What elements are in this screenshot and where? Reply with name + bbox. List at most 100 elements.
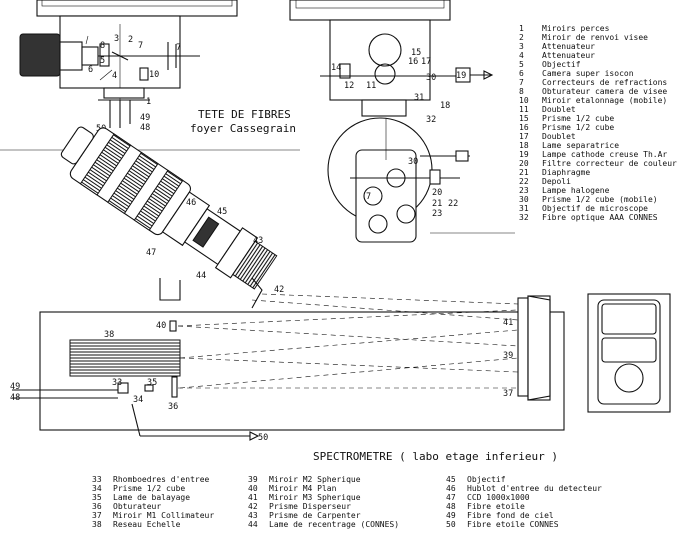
legend-number: 17 — [519, 132, 529, 141]
callout: 7 — [176, 43, 181, 53]
callout: 11 — [366, 81, 376, 91]
legend-text: Doublet — [542, 132, 576, 141]
legend-text: Obturateur — [113, 502, 161, 511]
legend-text: Diaphragme — [542, 168, 590, 177]
legend-number: 34 — [92, 484, 102, 493]
spectrometer-legend: 33 Rhomboedres d'entree 34 Prisme 1/2 cu… — [92, 475, 602, 529]
callout: 37 — [503, 389, 513, 399]
callout: 22 — [448, 199, 458, 209]
fiber-head-side-view — [19, 0, 238, 128]
legend-text: Objectif — [542, 60, 581, 69]
callout: 23 — [432, 209, 442, 219]
legend-number: 7 — [519, 78, 524, 87]
legend-number: 48 — [446, 502, 456, 511]
callout: 8 — [100, 41, 105, 51]
callout: 17 — [421, 57, 431, 67]
legend-number: 23 — [519, 186, 529, 195]
callout: 16 — [408, 57, 418, 67]
legend-number: 44 — [248, 520, 258, 529]
legend-text: Fibre etoile CONNES — [467, 520, 559, 529]
callout: 7 — [366, 192, 371, 202]
legend-text: Lame de recentrage (CONNES) — [269, 520, 399, 529]
spectrometer-side-view — [587, 293, 671, 413]
callout: 12 — [344, 81, 354, 91]
callout: 50 — [258, 433, 268, 443]
legend-number: 32 — [519, 213, 529, 222]
legend-text: Attenuateur — [542, 51, 595, 60]
legend-text: Correcteurs de refractions — [542, 78, 667, 87]
callout: 49 — [140, 113, 150, 123]
legend-number: 35 — [92, 493, 102, 502]
legend-number: 36 — [92, 502, 102, 511]
legend-number: 42 — [248, 502, 258, 511]
callout: 39 — [503, 351, 513, 361]
legend-number: 43 — [248, 511, 258, 520]
callout: 15 — [411, 48, 421, 58]
callout: 5 — [100, 56, 105, 66]
callout: 44 — [196, 271, 206, 281]
legend-number: 39 — [248, 475, 258, 484]
detector-housing — [159, 277, 263, 309]
legend-number: 5 — [519, 60, 524, 69]
legend-text: Reseau Echelle — [113, 520, 181, 529]
legend-text: Lame de balayage — [113, 493, 190, 502]
callout: 10 — [149, 70, 159, 80]
callout: 36 — [168, 402, 178, 412]
callout: 2 — [128, 35, 133, 45]
legend-number: 11 — [519, 105, 529, 114]
callout: 31 — [414, 93, 424, 103]
legend-text: Filtre correcteur de couleur — [542, 159, 677, 168]
legend-text: Fibre optique AAA CONNES — [542, 213, 658, 222]
ccd-camera-assembly — [60, 126, 278, 290]
fiber-head-top-callouts: 15 16 17 14 12 11 30 19 31 18 32 30 7 20… — [331, 48, 466, 219]
legend-number: 47 — [446, 493, 456, 502]
callout: 19 — [456, 71, 466, 81]
legend-number: 1 — [519, 24, 524, 33]
callout: 3 — [114, 34, 119, 44]
legend-text: Prisme 1/2 cube — [113, 484, 185, 493]
callout: 20 — [432, 188, 442, 198]
fiber-head-subtitle: foyer Cassegrain — [190, 122, 296, 135]
fiber-head-title: TETE DE FIBRES — [198, 108, 291, 121]
callout: 30 — [408, 157, 418, 167]
callout: 38 — [104, 330, 114, 340]
legend-number: 20 — [519, 159, 529, 168]
legend-number: 38 — [92, 520, 102, 529]
callout: 48 — [140, 123, 150, 133]
callout: 32 — [426, 115, 436, 125]
legend-text: Prisme Disperseur — [269, 502, 351, 511]
legend-text: Prisme de Carpenter — [269, 511, 361, 520]
legend-number: 3 — [519, 42, 524, 51]
legend-number: 2 — [519, 33, 524, 42]
callout: 35 — [147, 378, 157, 388]
legend-text: Lame separatrice — [542, 141, 619, 150]
legend-text: Miroir M3 Spherique — [269, 493, 361, 502]
callout: 14 — [331, 63, 341, 73]
legend-text: Obturateur camera de visee — [542, 87, 667, 96]
fiber-head-top-view — [289, 0, 494, 243]
callout: 42 — [274, 285, 284, 295]
component-legend: 1 Miroirs perces 2 Miroir de renvoi vise… — [519, 24, 677, 222]
legend-number: 46 — [446, 484, 456, 493]
callout: 18 — [440, 101, 450, 111]
legend-number: 6 — [519, 69, 524, 78]
legend-text: Hublot d'entree du detecteur — [467, 484, 602, 493]
legend-number: 4 — [519, 51, 524, 60]
callout: 43 — [253, 236, 263, 246]
callout: 45 — [217, 207, 227, 217]
callout: 41 — [503, 318, 513, 328]
callout: 40 — [156, 321, 166, 331]
legend-text: Miroir M1 Collimateur — [113, 511, 214, 520]
callout: 1 — [146, 97, 151, 107]
callout: 7 — [138, 41, 143, 51]
legend-text: Doublet — [542, 105, 576, 114]
legend-number: 30 — [519, 195, 529, 204]
legend-text: Objectif — [467, 475, 506, 484]
callout: 21 — [432, 199, 442, 209]
callout: 6 — [88, 65, 93, 75]
callout: 30 — [426, 73, 436, 83]
legend-number: 45 — [446, 475, 456, 484]
legend-text: Rhomboedres d'entree — [113, 475, 210, 484]
